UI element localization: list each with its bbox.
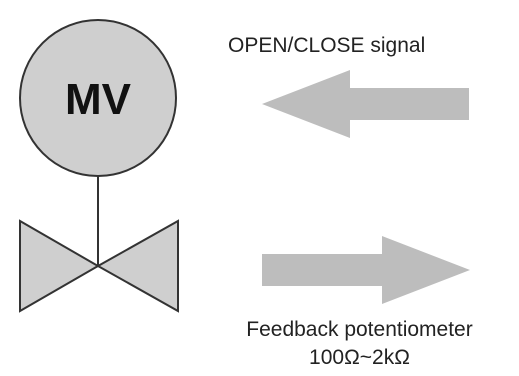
feedback-label-line1: Feedback potentiometer <box>246 318 473 341</box>
feedback-label: Feedback potentiometer 100Ω~2kΩ <box>200 316 519 372</box>
feedback-label-line2: 100Ω~2kΩ <box>309 346 410 369</box>
actuator-label: MV <box>65 75 132 124</box>
feedback-arrow <box>262 236 470 304</box>
open-close-signal-label: OPEN/CLOSE signal <box>228 34 426 57</box>
valve-body-right <box>95 219 179 313</box>
valve-body-left <box>19 219 101 313</box>
open-close-arrow <box>262 70 469 138</box>
